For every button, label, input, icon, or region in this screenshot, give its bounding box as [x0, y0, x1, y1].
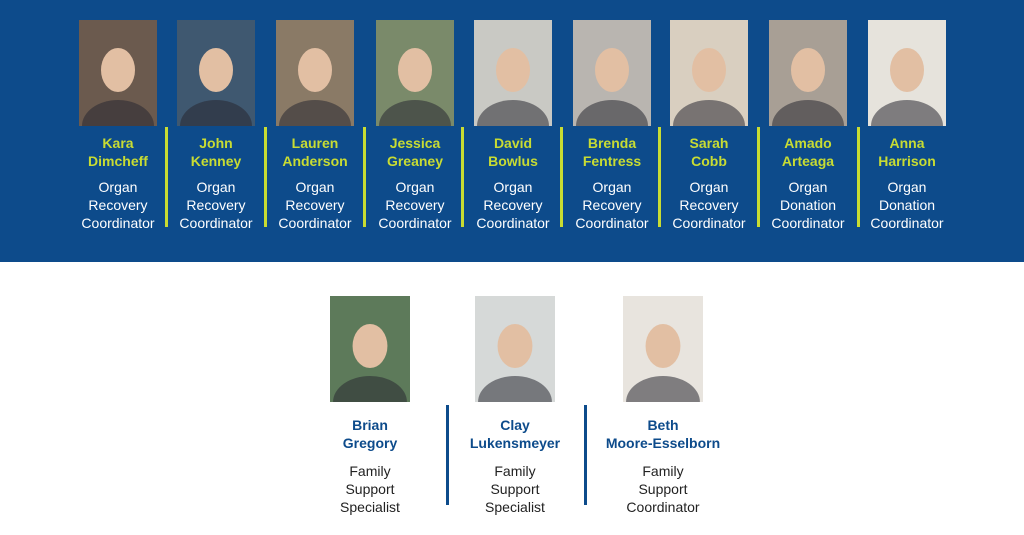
shoulders-shape — [477, 100, 549, 126]
headshot-photo — [330, 296, 410, 402]
face-shape — [645, 324, 681, 368]
headshot-photo — [868, 20, 946, 126]
separator — [264, 127, 267, 227]
headshot-icon — [772, 48, 844, 126]
shoulders-shape — [576, 100, 648, 126]
separator — [461, 127, 464, 227]
face-shape — [298, 48, 332, 92]
face-shape — [398, 48, 432, 92]
separator — [757, 127, 760, 227]
headshot-photo — [670, 20, 748, 126]
face-shape — [497, 324, 533, 368]
shoulders-shape — [478, 376, 552, 402]
shoulders-shape — [871, 100, 943, 126]
separator — [584, 405, 587, 505]
shoulders-shape — [82, 100, 154, 126]
separator — [658, 127, 661, 227]
shoulders-shape — [626, 376, 700, 402]
shoulders-shape — [180, 100, 252, 126]
face-shape — [101, 48, 135, 92]
headshot-photo — [623, 296, 703, 402]
face-shape — [791, 48, 825, 92]
shoulders-shape — [772, 100, 844, 126]
face-shape — [496, 48, 530, 92]
face-shape — [199, 48, 233, 92]
headshot-photo — [79, 20, 157, 126]
headshot-photo — [475, 296, 555, 402]
headshot-photo — [573, 20, 651, 126]
headshot-photo — [276, 20, 354, 126]
headshot-icon — [626, 324, 700, 402]
face-shape — [595, 48, 629, 92]
face-shape — [692, 48, 726, 92]
headshot-icon — [871, 48, 943, 126]
separator — [165, 127, 168, 227]
headshot-photo — [474, 20, 552, 126]
separator — [560, 127, 563, 227]
separator — [446, 405, 449, 505]
headshot-icon — [333, 324, 407, 402]
headshot-icon — [379, 48, 451, 126]
headshot-icon — [478, 324, 552, 402]
shoulders-shape — [279, 100, 351, 126]
shoulders-shape — [379, 100, 451, 126]
separator — [363, 127, 366, 227]
headshot-photo — [769, 20, 847, 126]
headshot-photo — [177, 20, 255, 126]
headshot-icon — [673, 48, 745, 126]
face-shape — [890, 48, 924, 92]
headshot-icon — [576, 48, 648, 126]
headshot-icon — [82, 48, 154, 126]
face-shape — [352, 324, 388, 368]
shoulders-shape — [673, 100, 745, 126]
headshot-photo — [376, 20, 454, 126]
headshot-icon — [180, 48, 252, 126]
headshot-icon — [279, 48, 351, 126]
shoulders-shape — [333, 376, 407, 402]
separator — [857, 127, 860, 227]
headshot-icon — [477, 48, 549, 126]
